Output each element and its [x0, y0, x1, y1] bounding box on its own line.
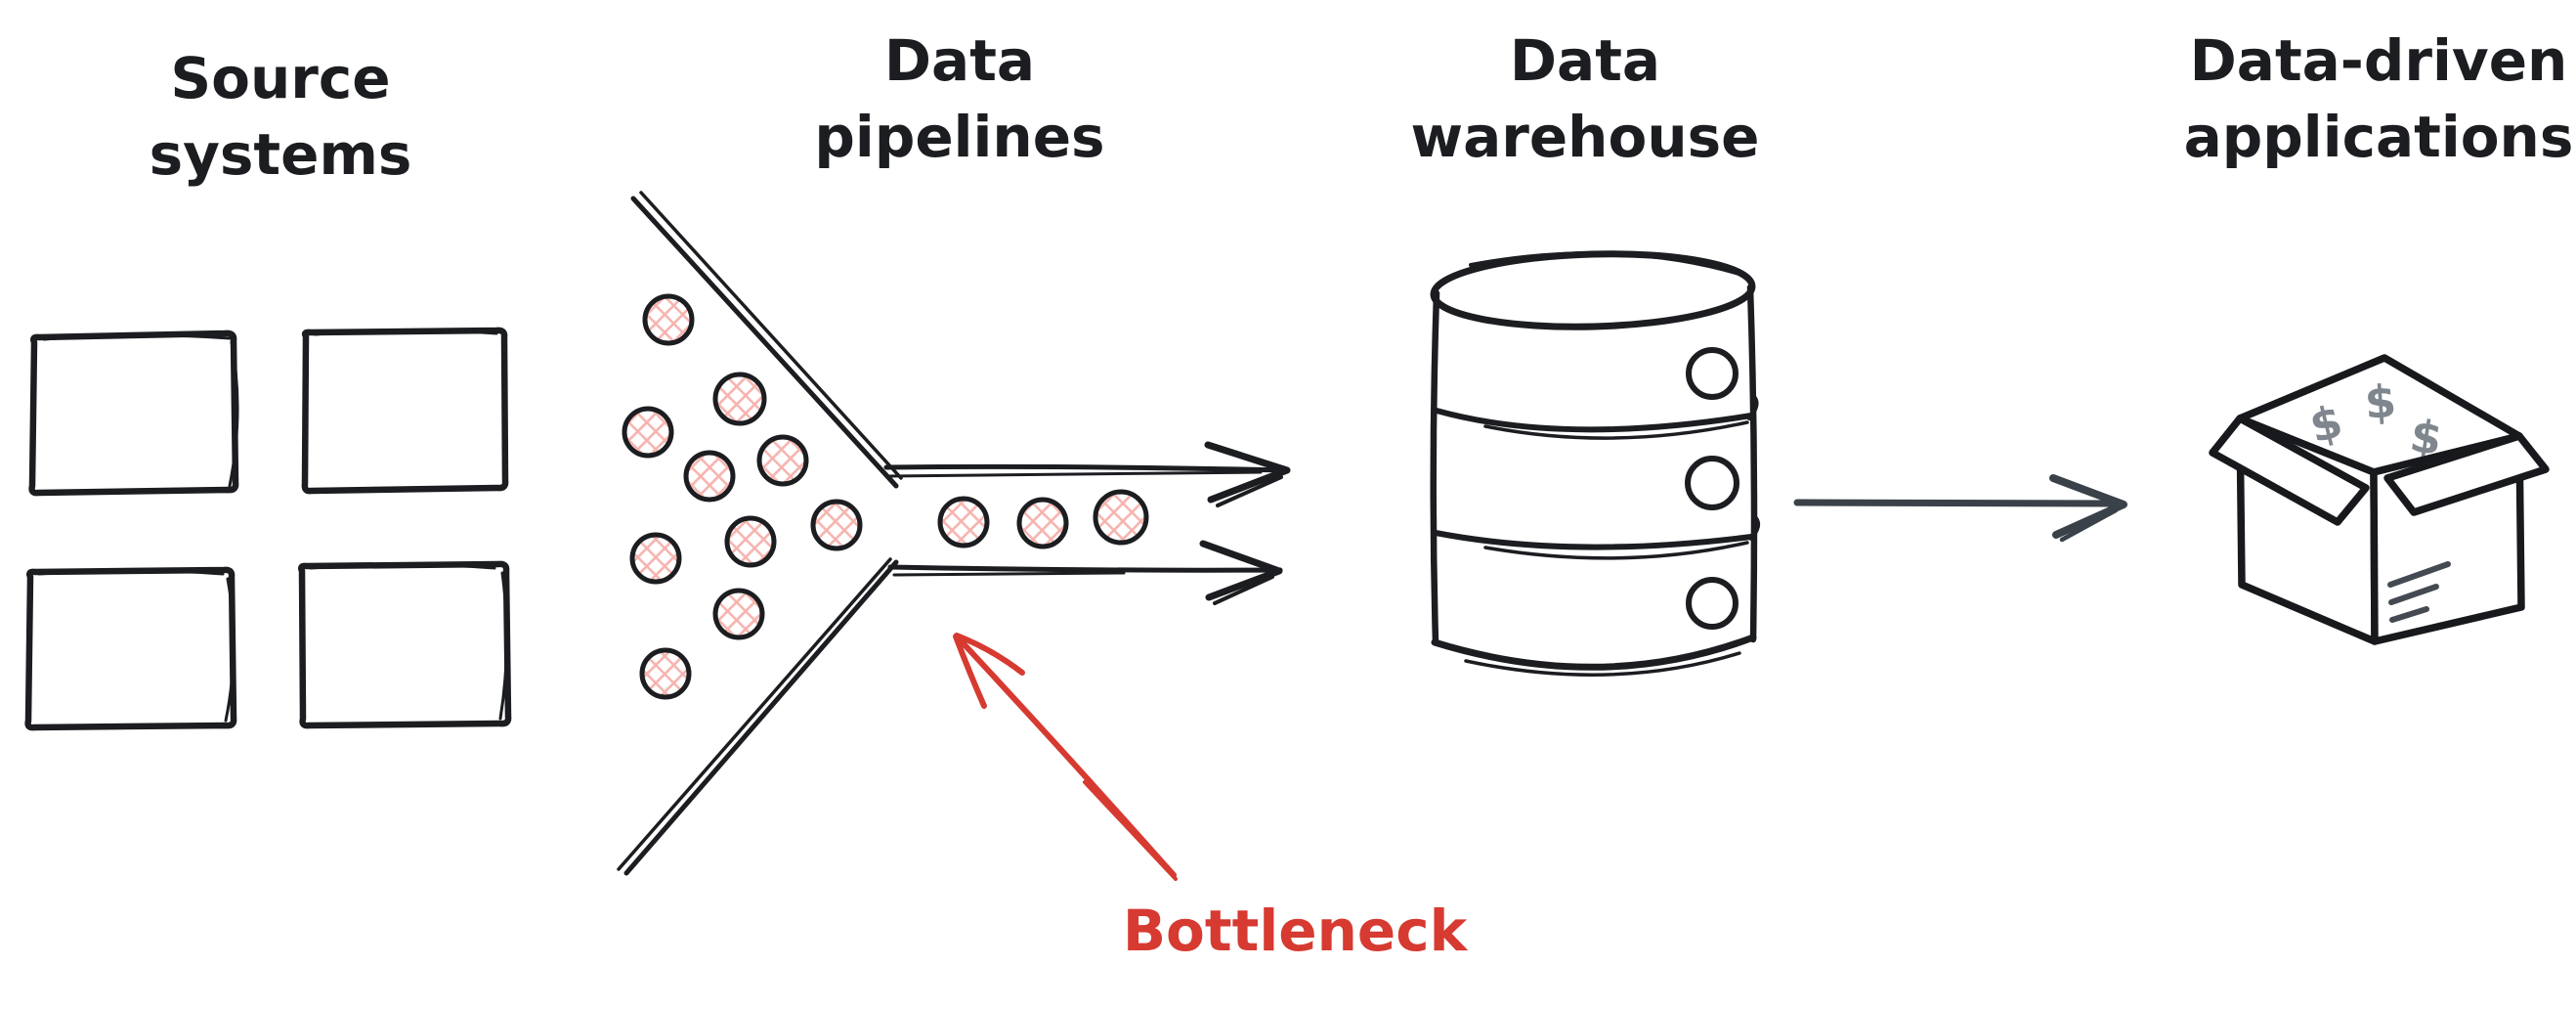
stage-label-data-driven-applications: Data-driven applications: [2183, 27, 2574, 170]
database-segment-dot: [1686, 577, 1739, 630]
data-dot: [810, 499, 863, 551]
data-dot: [629, 532, 682, 585]
flow-arrow-icon: [1793, 474, 2127, 543]
source-boxes-icon: [24, 327, 512, 731]
database-icon: [1430, 250, 1761, 677]
funnel-arrowhead-bottom: [1199, 540, 1283, 601]
data-dot: [937, 496, 990, 548]
source-box: [28, 329, 239, 497]
database-segment-dot: [1685, 456, 1739, 510]
data-dot: [622, 406, 674, 459]
data-dots: [622, 293, 1149, 700]
data-dot: [1093, 489, 1149, 546]
stage-label-source-systems: Source systems: [149, 45, 412, 188]
box-right-flap: [2383, 432, 2550, 516]
box-label-lines: [2387, 561, 2451, 623]
database-segment-dot: [1686, 347, 1739, 400]
data-dot: [712, 372, 767, 426]
data-dot: [756, 434, 809, 487]
box-left-flap: [2209, 415, 2370, 526]
stage-label-data-warehouse: Data warehouse: [1410, 27, 1760, 170]
data-dot: [1016, 497, 1069, 549]
bottleneck-arrow-icon: [953, 633, 1178, 881]
dollar-sign: $: [2363, 374, 2398, 429]
stage-label-data-pipelines: Data pipelines: [814, 27, 1105, 170]
funnel-icon: [617, 191, 1291, 876]
bottleneck-annotation: Bottleneck: [1122, 898, 1468, 964]
funnel-arrowhead-top: [1204, 441, 1291, 504]
money-box-icon: $ $ $: [2209, 354, 2550, 645]
data-dot: [639, 647, 692, 700]
data-dot: [724, 515, 777, 568]
source-box: [301, 327, 509, 495]
data-dot: [712, 588, 765, 640]
source-box: [297, 560, 512, 729]
data-dot: [642, 293, 695, 346]
data-dot: [683, 450, 736, 503]
source-box: [24, 566, 237, 731]
